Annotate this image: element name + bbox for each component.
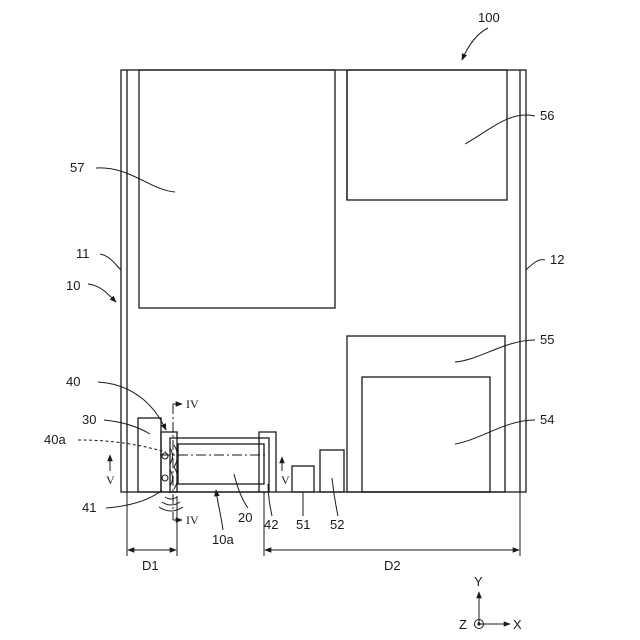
label-20: 20 bbox=[238, 510, 252, 525]
label-54: 54 bbox=[540, 412, 554, 427]
dimension-label-d2: D2 bbox=[384, 558, 401, 573]
label-12: 12 bbox=[550, 252, 564, 267]
dimension-label-d1: D1 bbox=[142, 558, 159, 573]
component-52 bbox=[320, 450, 344, 492]
label-40a: 40a bbox=[44, 432, 66, 447]
label-42: 42 bbox=[264, 517, 278, 532]
housing-10 bbox=[121, 70, 526, 492]
axis-label-x: X bbox=[513, 617, 522, 632]
dimension-d1 bbox=[127, 492, 177, 556]
section-line-v bbox=[110, 455, 282, 471]
component-56 bbox=[347, 70, 507, 200]
coordinate-axes bbox=[475, 592, 511, 629]
label-11: 11 bbox=[76, 246, 90, 261]
label-57: 57 bbox=[70, 160, 84, 175]
section-mark-iv-bottom: IV bbox=[186, 513, 199, 527]
label-30: 30 bbox=[82, 412, 96, 427]
leader-lines bbox=[78, 28, 545, 530]
component-51 bbox=[292, 466, 314, 492]
component-42 bbox=[259, 432, 276, 492]
section-mark-iv-top: IV bbox=[186, 397, 199, 411]
component-55 bbox=[347, 336, 505, 492]
axis-label-y: Y bbox=[474, 574, 483, 589]
label-52: 52 bbox=[330, 517, 344, 532]
component-54 bbox=[362, 377, 490, 492]
component-57 bbox=[139, 70, 335, 308]
section-mark-v-right: V bbox=[281, 473, 290, 487]
label-40: 40 bbox=[66, 374, 80, 389]
label-10a: 10a bbox=[212, 532, 234, 547]
section-mark-v-left: V bbox=[106, 473, 115, 487]
axis-label-z: Z bbox=[459, 617, 467, 632]
component-40 bbox=[161, 432, 177, 492]
label-100: 100 bbox=[478, 10, 500, 25]
label-10: 10 bbox=[66, 278, 80, 293]
label-41: 41 bbox=[82, 500, 96, 515]
label-51: 51 bbox=[296, 517, 310, 532]
label-55: 55 bbox=[540, 332, 554, 347]
label-56: 56 bbox=[540, 108, 554, 123]
